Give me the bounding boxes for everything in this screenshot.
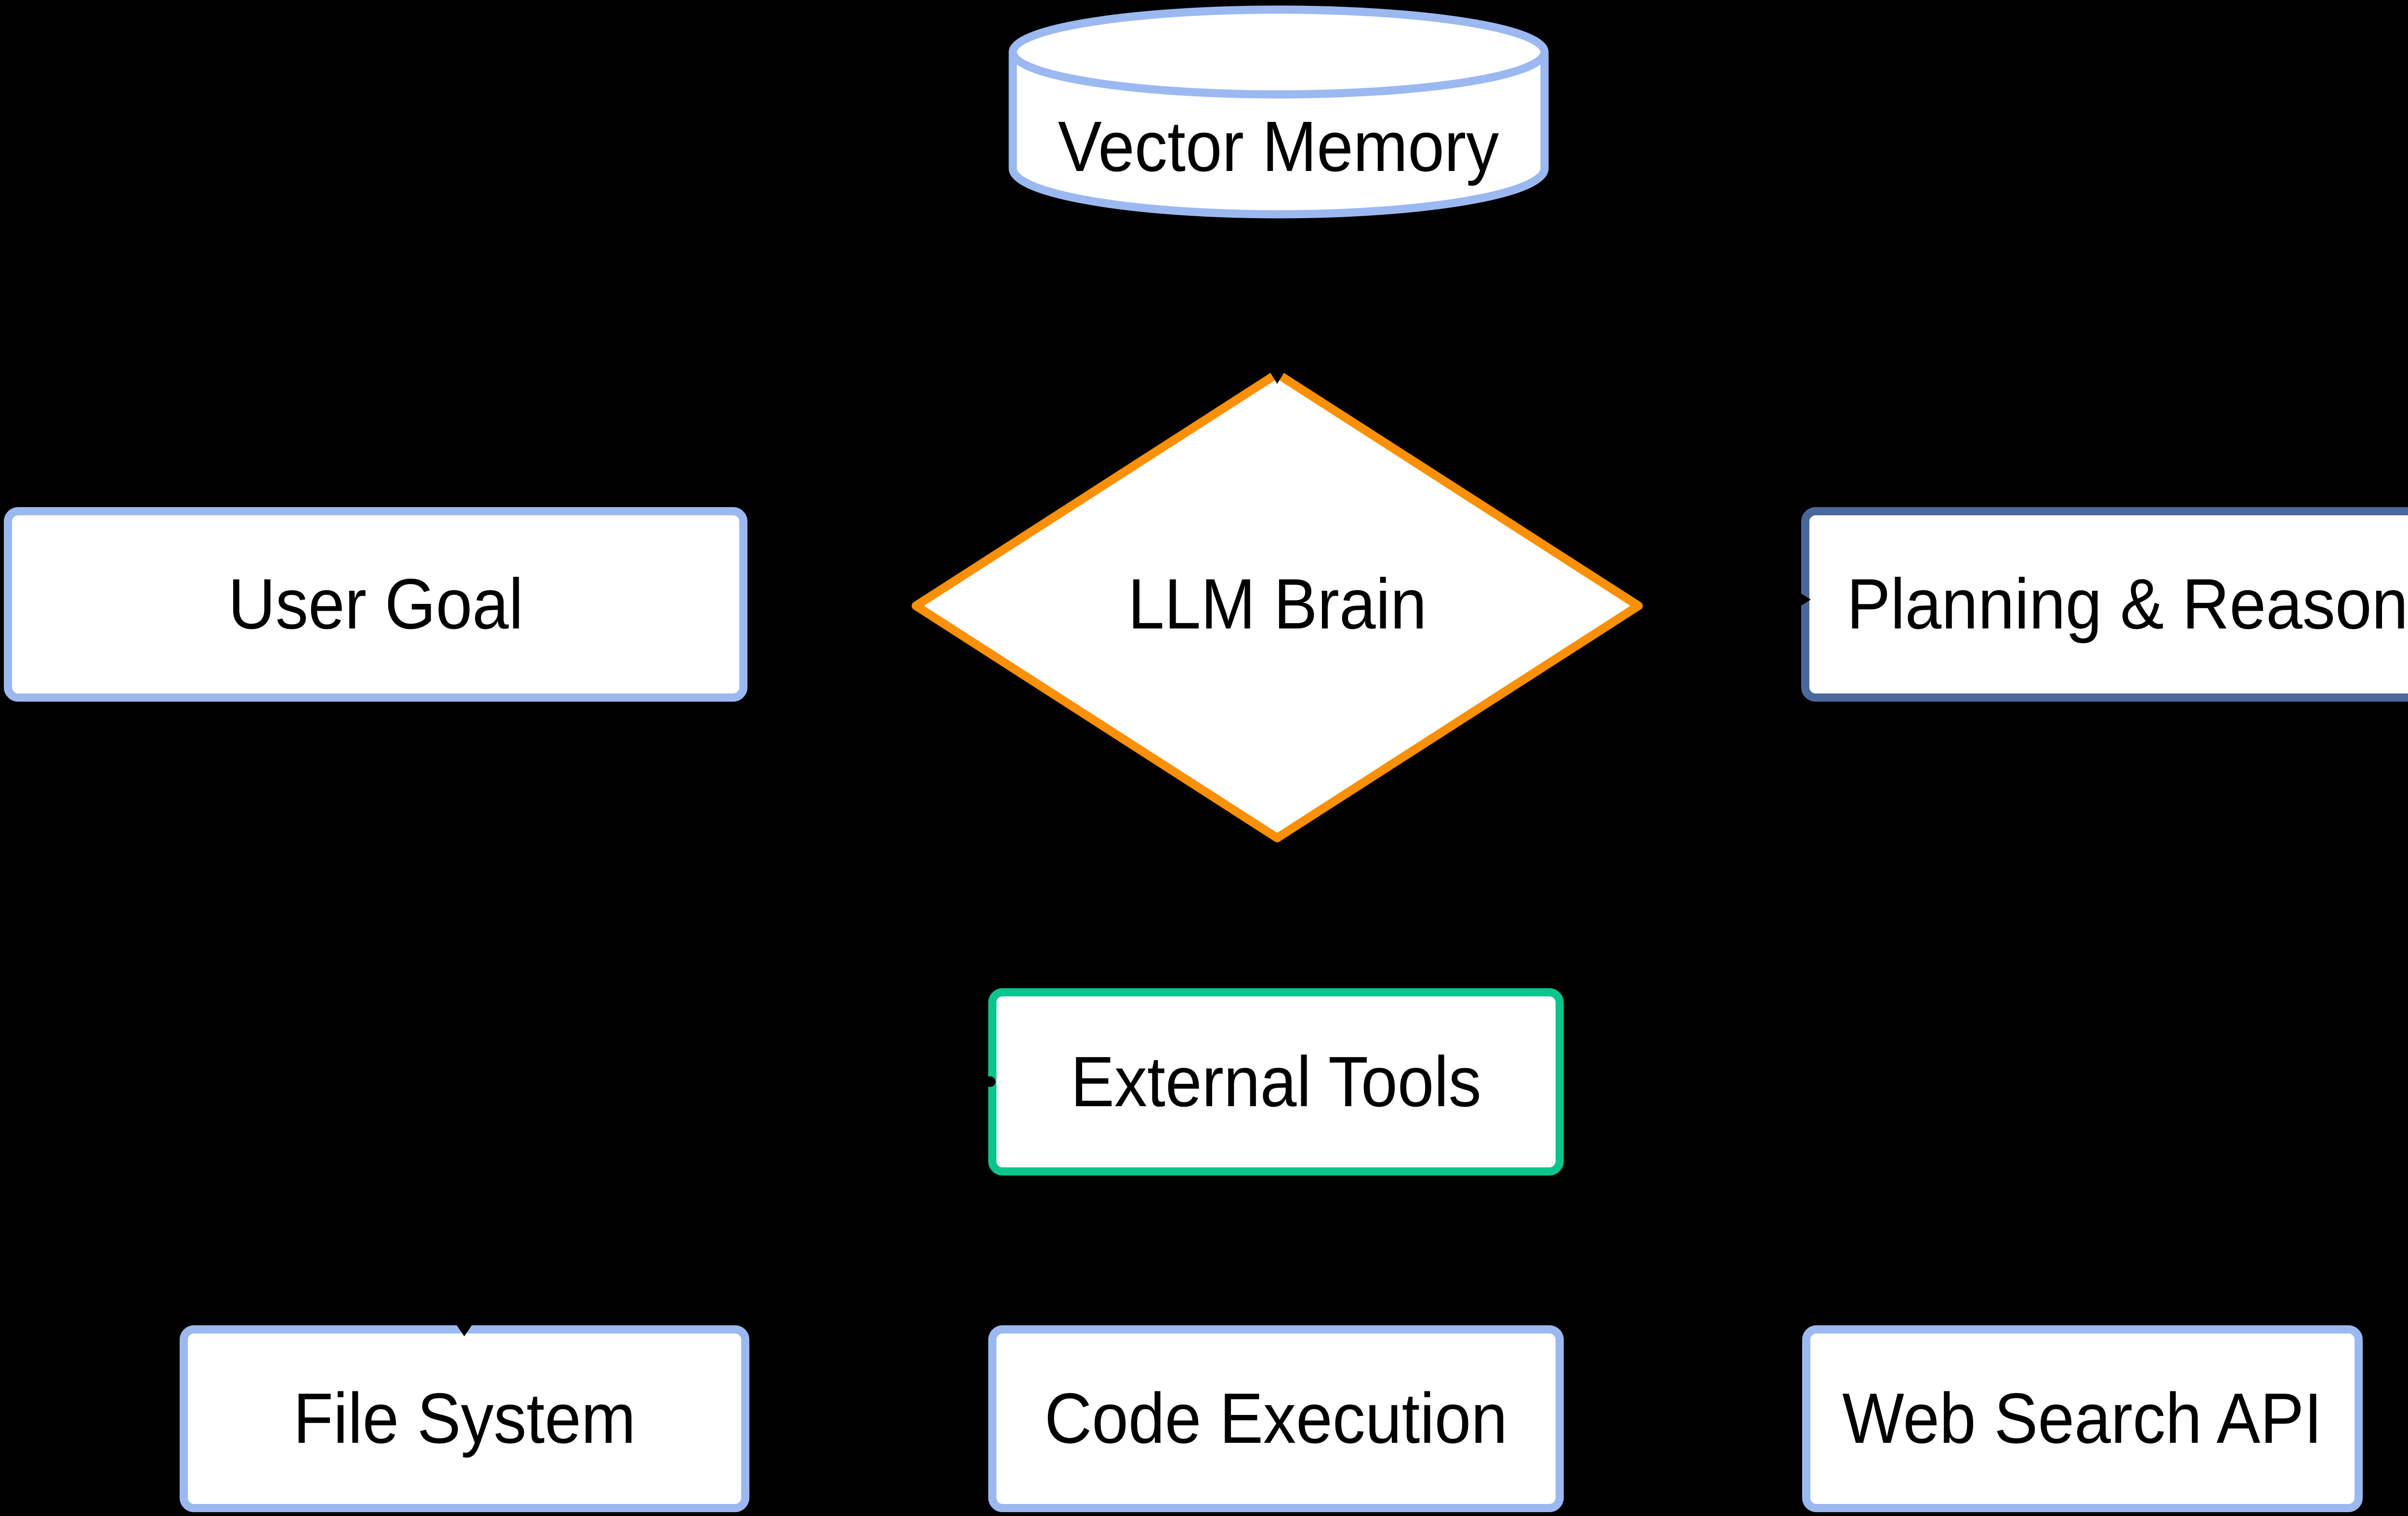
node-vector-memory-label: Vector Memory [1058, 107, 1499, 186]
node-external-tools-label: External Tools [1071, 1042, 1481, 1122]
node-planning-reasoning: Planning & Reasoning [1801, 507, 2408, 702]
node-planning-reasoning-label: Planning & Reasoning [1846, 564, 2408, 644]
node-llm-brain-label-wrap: LLM Brain [916, 564, 1638, 644]
llm-brain-diamond [912, 369, 1643, 842]
node-web-search-api: Web Search API [1802, 1325, 2363, 1512]
arrowhead-into-llm-brain-icon [1266, 365, 1289, 384]
node-file-system: File System [180, 1325, 749, 1512]
node-external-tools: External Tools [988, 988, 1564, 1176]
node-web-search-api-label: Web Search API [1842, 1379, 2323, 1458]
node-llm-brain-label: LLM Brain [1127, 564, 1427, 644]
vector-memory-cylinder [1008, 5, 1549, 219]
node-user-goal-label: User Goal [228, 564, 523, 644]
node-vector-memory-label-wrap: Vector Memory [1009, 107, 1548, 186]
node-file-system-label: File System [293, 1379, 636, 1458]
node-code-execution: Code Execution [988, 1325, 1564, 1512]
node-user-goal: User Goal [4, 507, 747, 702]
node-code-execution-label: Code Execution [1044, 1379, 1508, 1458]
